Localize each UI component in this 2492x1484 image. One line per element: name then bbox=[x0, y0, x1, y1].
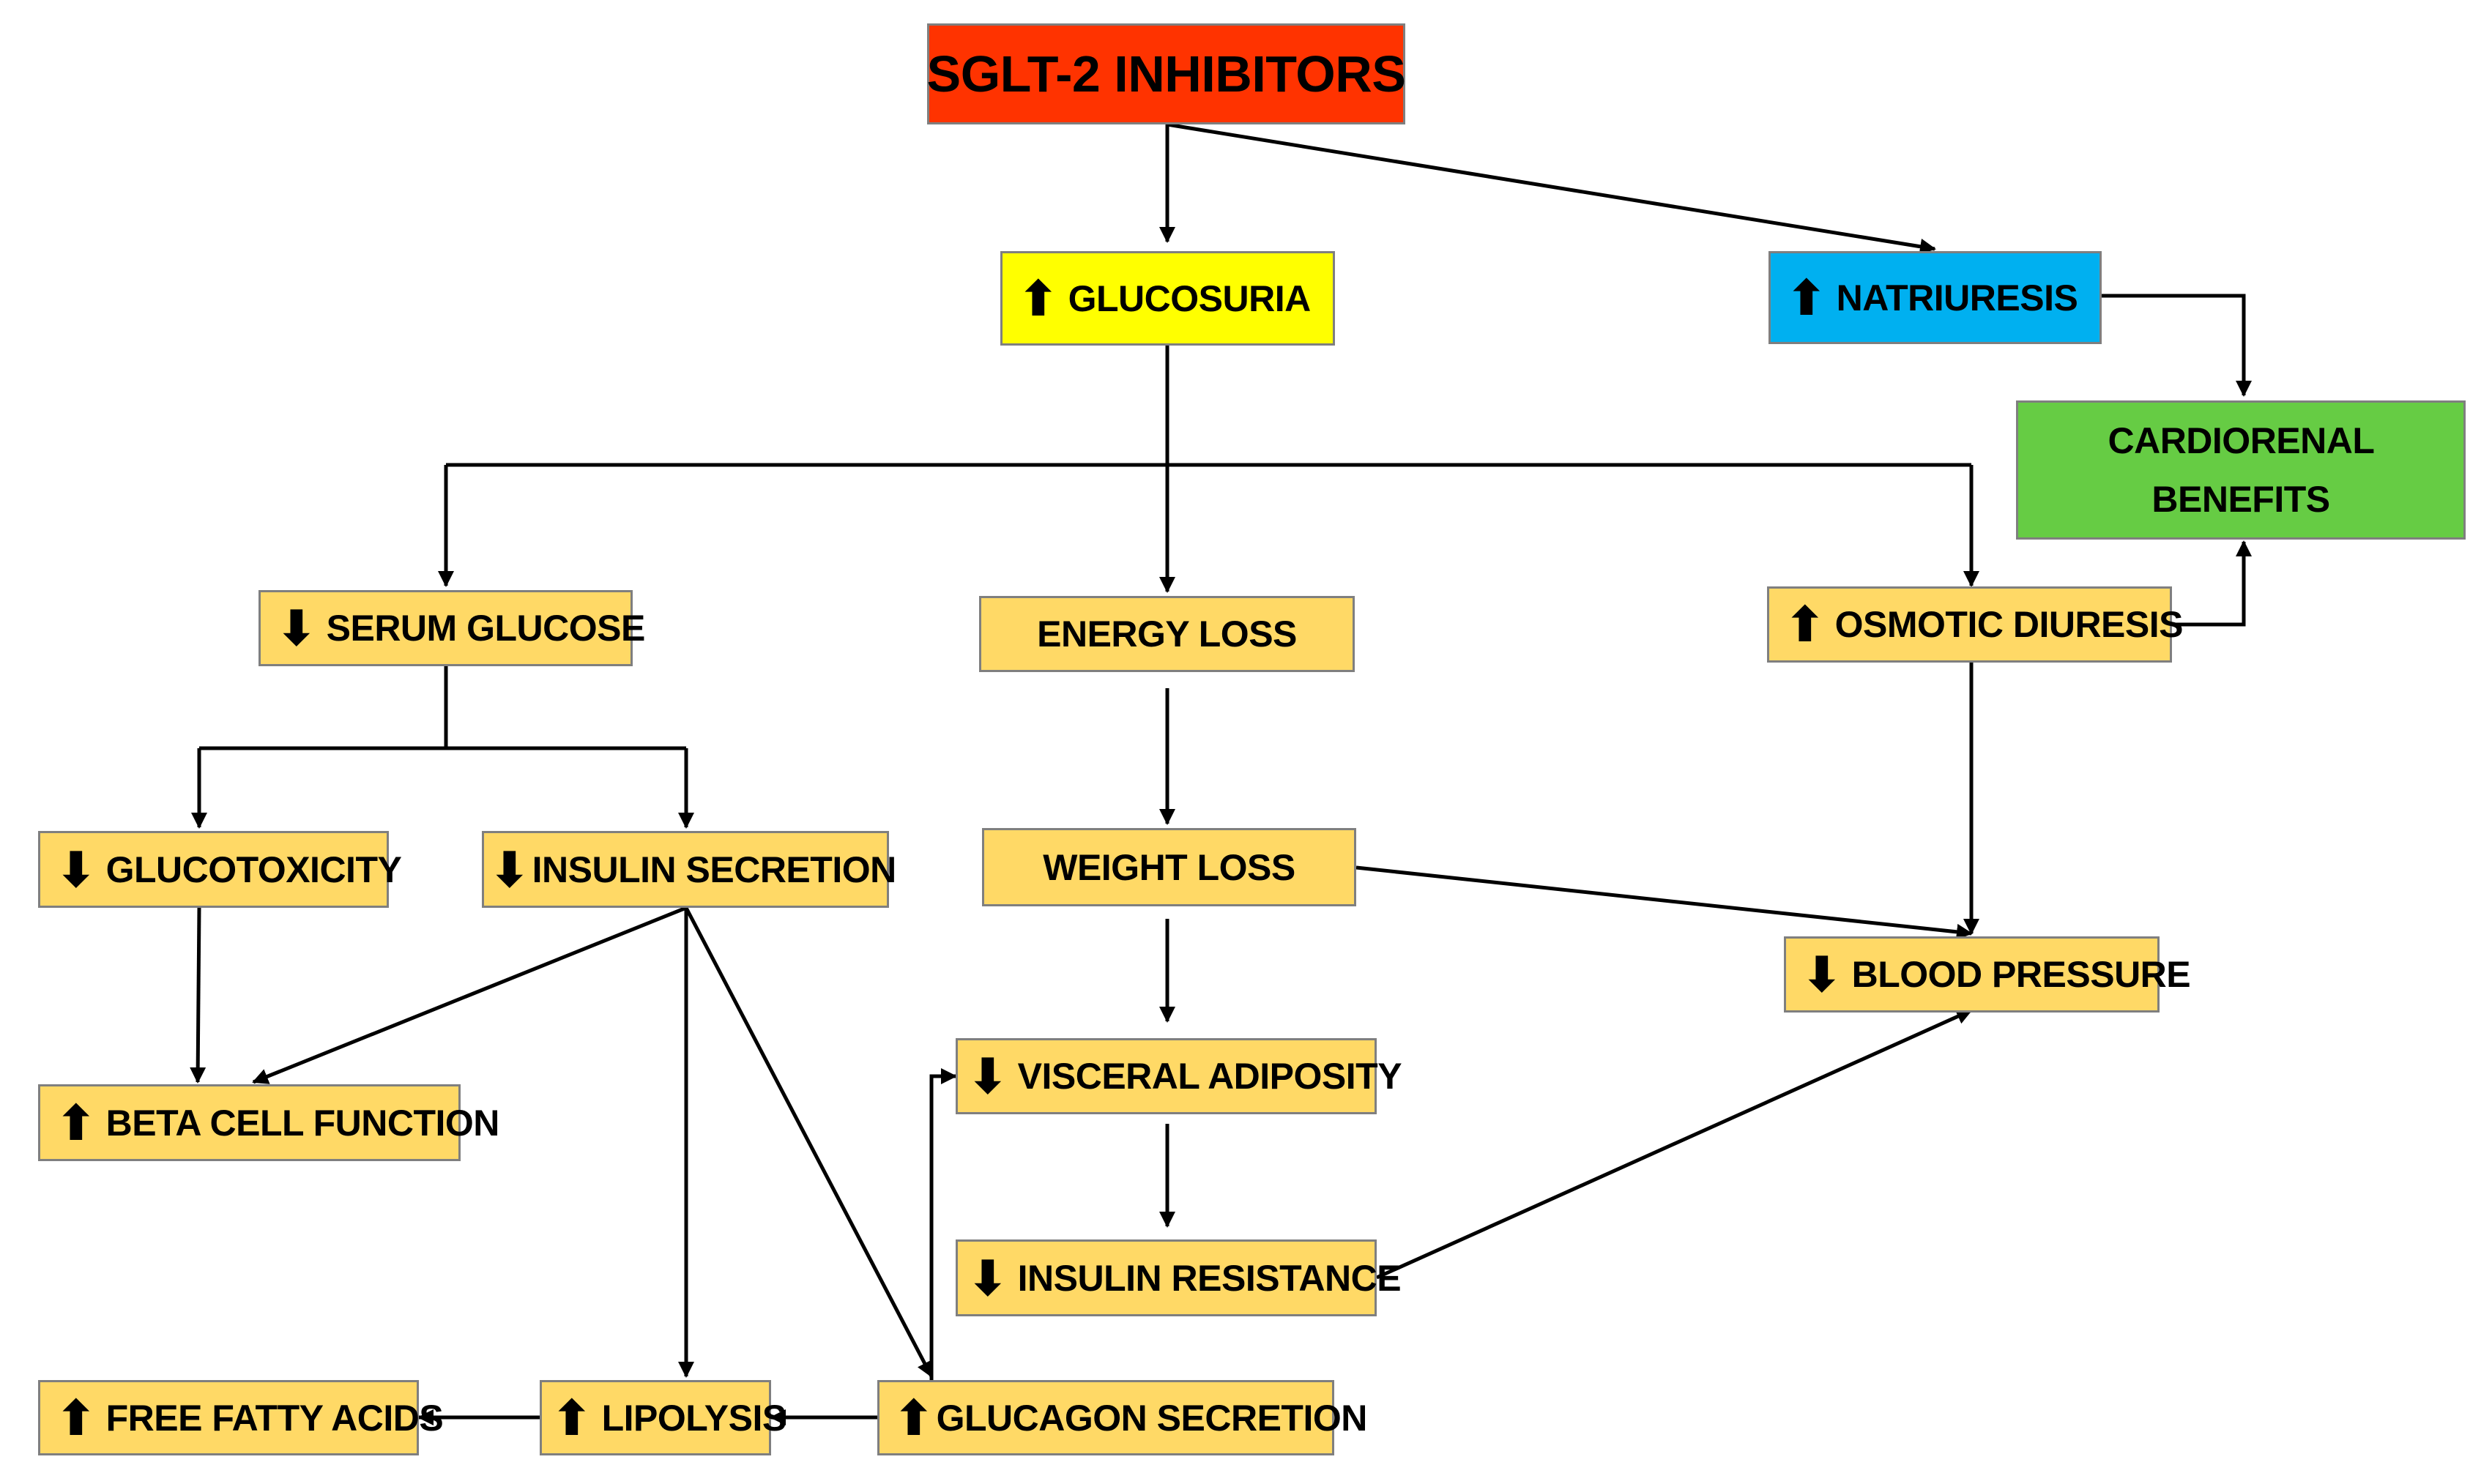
edge-weight-bp bbox=[1355, 865, 1973, 940]
node-insulin-secretion: ⬇ INSULIN SECRETION bbox=[482, 831, 896, 908]
up-arrow-icon: ⬆ bbox=[894, 1391, 934, 1444]
node-label: NATRIURESIS bbox=[1836, 277, 2078, 318]
node-energy-loss: ENERGY LOSS bbox=[979, 596, 1355, 672]
node-insulin-resistance: ⬇ INSULIN RESISTANCE bbox=[956, 1239, 1402, 1316]
up-arrow-icon: ⬆ bbox=[1787, 271, 1826, 324]
node-glucotoxicity: ⬇ GLUCOTOXICITY bbox=[38, 831, 402, 908]
node-label: FREE FATTY ACIDS bbox=[105, 1397, 444, 1439]
node-label: LIPOLYSIS bbox=[601, 1397, 787, 1439]
down-arrow-icon: ⬇ bbox=[277, 602, 316, 655]
node-serum-glucose: ⬇ SERUM GLUCOSE bbox=[259, 590, 645, 666]
node-visceral-adiposity: ⬇ VISCERAL ADIPOSITY bbox=[956, 1038, 1402, 1114]
node-cardiorenal-benefits: CARDIORENAL BENEFITS bbox=[2016, 400, 2466, 540]
node-label: SERUM GLUCOSE bbox=[326, 608, 646, 649]
node-label: INSULIN SECRETION bbox=[532, 849, 897, 890]
node-lipolysis: ⬆ LIPOLYSIS bbox=[540, 1380, 786, 1455]
node-label: OSMOTIC DIURESIS bbox=[1834, 604, 2184, 645]
node-glucosuria: ⬆ GLUCOSURIA bbox=[1000, 251, 1335, 346]
edge-glucotoxicity-beta bbox=[190, 907, 207, 1084]
node-free-fatty-acids: ⬆ FREE FATTY ACIDS bbox=[38, 1380, 444, 1455]
up-arrow-icon: ⬆ bbox=[552, 1391, 592, 1444]
edge-resistance-bp bbox=[1375, 1008, 1973, 1280]
node-sglt2-inhibitors: SGLT-2 INHIBITORS bbox=[926, 23, 1406, 124]
edge-insulin-beta bbox=[252, 906, 687, 1084]
down-arrow-icon: ⬇ bbox=[56, 843, 96, 896]
up-arrow-icon: ⬆ bbox=[1019, 272, 1058, 325]
up-arrow-icon: ⬆ bbox=[1785, 598, 1825, 651]
down-arrow-icon: ⬇ bbox=[968, 1050, 1008, 1103]
edge-natriuresis-cardiorenal bbox=[2102, 294, 2252, 397]
node-label: INSULIN RESISTANCE bbox=[1017, 1257, 1402, 1299]
edge-glucagon-visceral bbox=[929, 1068, 957, 1380]
node-label: SGLT-2 INHIBITORS bbox=[926, 45, 1406, 102]
down-arrow-icon: ⬇ bbox=[1802, 948, 1842, 1001]
edge-insulin-glucagon bbox=[684, 906, 934, 1378]
node-blood-pressure: ⬇ BLOOD PRESSURE bbox=[1784, 936, 2191, 1013]
node-label: BETA CELL FUNCTION bbox=[105, 1102, 500, 1144]
node-label: GLUCAGON SECRETION bbox=[936, 1397, 1368, 1439]
node-weight-loss: WEIGHT LOSS bbox=[982, 828, 1356, 906]
node-label: GLUCOTOXICITY bbox=[105, 849, 402, 890]
node-label: CARDIORENAL BENEFITS bbox=[2108, 420, 2375, 520]
edge-sglt2-natriuresis bbox=[1167, 122, 1936, 255]
up-arrow-icon: ⬆ bbox=[56, 1096, 96, 1149]
node-osmotic-diuresis: ⬆ OSMOTIC DIURESIS bbox=[1767, 586, 2184, 663]
node-label: ENERGY LOSS bbox=[1037, 614, 1297, 655]
down-arrow-icon: ⬇ bbox=[968, 1251, 1008, 1305]
down-arrow-icon: ⬇ bbox=[490, 843, 529, 896]
node-label: VISCERAL ADIPOSITY bbox=[1017, 1056, 1402, 1097]
node-label: BLOOD PRESSURE bbox=[1851, 954, 2191, 995]
up-arrow-icon: ⬆ bbox=[56, 1391, 96, 1444]
node-natriuresis: ⬆ NATRIURESIS bbox=[1768, 251, 2102, 344]
node-label: GLUCOSURIA bbox=[1068, 277, 1312, 319]
node-label: WEIGHT LOSS bbox=[1043, 846, 1295, 888]
edge-osmotic-cardiorenal bbox=[2172, 540, 2252, 627]
node-glucagon-secretion: ⬆ GLUCAGON SECRETION bbox=[877, 1380, 1367, 1455]
node-beta-cell-function: ⬆ BETA CELL FUNCTION bbox=[38, 1084, 499, 1161]
